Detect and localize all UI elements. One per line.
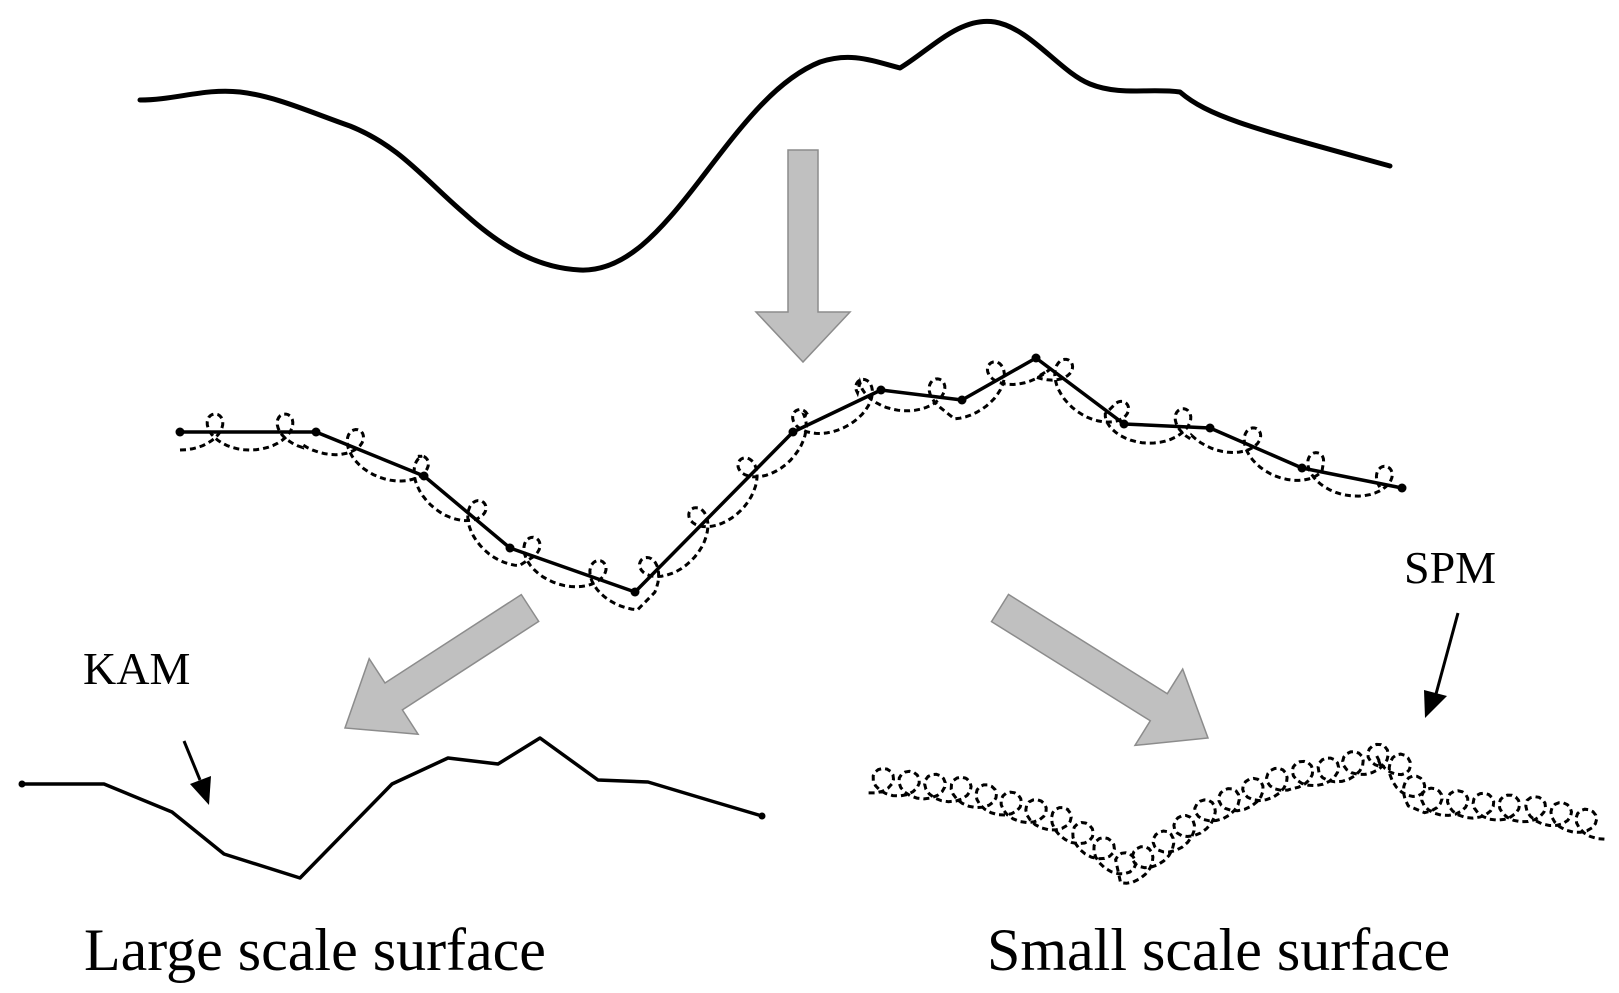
polyline-vertex — [175, 427, 185, 437]
polyline-vertex — [419, 471, 429, 481]
polyline-endpoint — [758, 812, 766, 820]
large-scale-caption: Large scale surface — [84, 917, 546, 983]
down-left-arrow — [343, 593, 540, 736]
small-scale-surface-loops — [868, 742, 1605, 885]
polyline-vertex — [876, 385, 886, 395]
polyline-vertex — [1119, 419, 1129, 429]
down-right-arrow — [990, 593, 1210, 747]
middle-polyline-surface — [178, 356, 1404, 594]
spm-pointer-line — [1434, 612, 1460, 695]
kam-label: KAM — [83, 643, 190, 694]
polyline-vertex — [1297, 463, 1307, 473]
polyline-vertex — [1031, 353, 1041, 363]
kam-pointer-head — [190, 776, 211, 805]
original-surface-curve — [137, 18, 1393, 273]
polyline-vertex — [630, 587, 640, 597]
middle-dotted-surface — [179, 357, 1394, 612]
polyline-vertex — [1205, 423, 1215, 433]
polyline-vertex — [788, 427, 798, 437]
spm-label: SPM — [1404, 542, 1496, 593]
spm-pointer-head — [1424, 690, 1447, 718]
small-scale-caption: Small scale surface — [987, 917, 1450, 983]
down-arrow — [754, 149, 852, 364]
polyline-vertex — [505, 543, 515, 553]
polyline-vertex — [1397, 483, 1407, 493]
middle-polyline-vertices — [175, 353, 1407, 597]
large-scale-surface-line — [20, 736, 764, 880]
large-scale-vertices — [18, 780, 766, 820]
polyline-vertex — [311, 427, 321, 437]
kam-pointer-line — [182, 740, 202, 781]
polyline-vertex — [957, 395, 967, 405]
polyline-endpoint — [18, 780, 26, 788]
